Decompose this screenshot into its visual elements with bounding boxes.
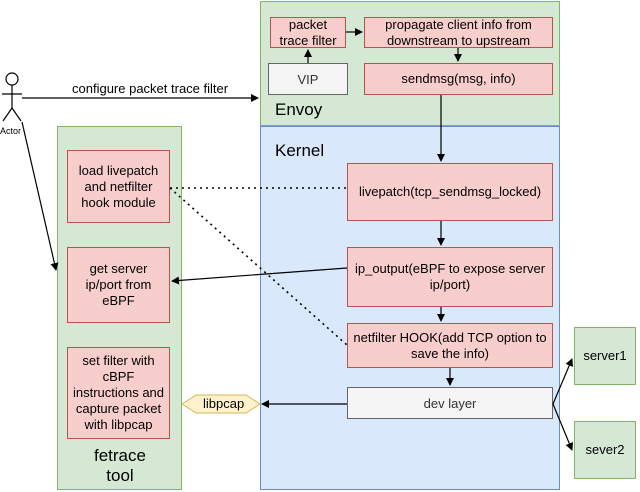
actor-label: Actor: [0, 126, 22, 136]
propagate-box: propagate client info from downstream to…: [364, 17, 553, 48]
load-livepatch-box: load livepatch and netfilter hook module: [67, 150, 170, 223]
dev-to-server1-arrow: [552, 358, 573, 405]
dev-to-server2-arrow: [552, 403, 574, 451]
netfilter-hook-box: netfilter HOOK(add TCP option to save th…: [347, 323, 553, 368]
ip-output-box: ip_output(eBPF to expose server ip/port): [347, 247, 553, 307]
set-filter-box: set filter with cBPF instructions and ca…: [67, 347, 170, 439]
fetrace-title: fetrace tool: [94, 446, 146, 485]
kernel-title: Kernel: [275, 141, 325, 160]
packet-trace-filter-box: packet trace filter: [270, 17, 346, 48]
actor-to-fetrace-arrow: [21, 121, 59, 271]
configure-label: configure packet trace filter: [72, 81, 229, 96]
libpcap-label: libpcap: [203, 396, 245, 411]
envoy-title: Envoy: [275, 100, 323, 119]
load-to-netfilter-dotted: [169, 187, 348, 346]
sendmsg-box: sendmsg(msg, info): [364, 63, 553, 95]
get-server-box: get server ip/port from eBPF: [67, 247, 170, 323]
server1-box: server1: [574, 327, 636, 385]
actor-icon: [2, 72, 22, 122]
server2-box: sever2: [574, 421, 636, 479]
vip-box: VIP: [268, 63, 348, 95]
ipoutput-to-getserver-arrow: [171, 267, 348, 285]
dev-layer-box: dev layer: [347, 387, 553, 419]
livepatch-box: livepatch(tcp_sendmsg_locked): [347, 163, 553, 221]
libpcap-shape: [181, 394, 261, 414]
